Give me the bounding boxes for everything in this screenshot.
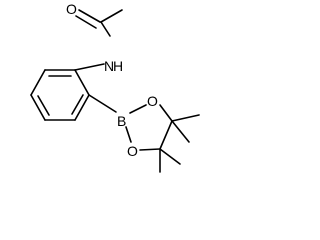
bond-oxygen-top-carbon [159,104,173,122]
bond-methyl-carbonyl [100,9,123,23]
bond-ring-boron [88,94,117,113]
structure-diagram: O N H B O O [30,1,200,173]
bond-ring-5-inner [71,94,84,115]
benzene-ring [30,69,90,121]
bond-boron-oxygen-bottom [125,126,132,143]
molecule-structure: O N H B O O [30,1,200,173]
bond-ring-6 [74,69,90,96]
dioxaborolane-ring [125,104,173,151]
bond-methyl-3 [159,148,181,165]
bond-boron-oxygen-top [129,104,147,114]
amide-nitrogen-label: N [104,58,114,74]
amide-hydrogen-label: H [113,58,123,74]
bond-ring-2 [30,69,46,96]
bond-ring-nitrogen [74,63,105,71]
bond-methyl-2 [171,120,190,143]
ring-oxygen-top-label: O [147,93,158,109]
carbonyl-oxygen-label: O [66,1,77,17]
methyl-groups [159,114,200,173]
ring-oxygen-bottom-label: O [127,143,138,159]
bond-ring-3-inner [37,95,50,116]
bond-oxygen-bottom-carbon [139,148,161,151]
bond-carbonyl-nitrogen [100,21,111,37]
acetyl-group [75,9,123,37]
bond-ring-5 [74,94,90,121]
bond-carbonyl-oxygen-1 [78,9,101,23]
bond-quaternary-carbons [159,120,173,150]
bond-carbonyl-oxygen-2 [75,15,97,29]
bond-methyl-1 [171,114,200,122]
boron-label: B [117,113,126,129]
bond-ring-3 [30,94,46,121]
